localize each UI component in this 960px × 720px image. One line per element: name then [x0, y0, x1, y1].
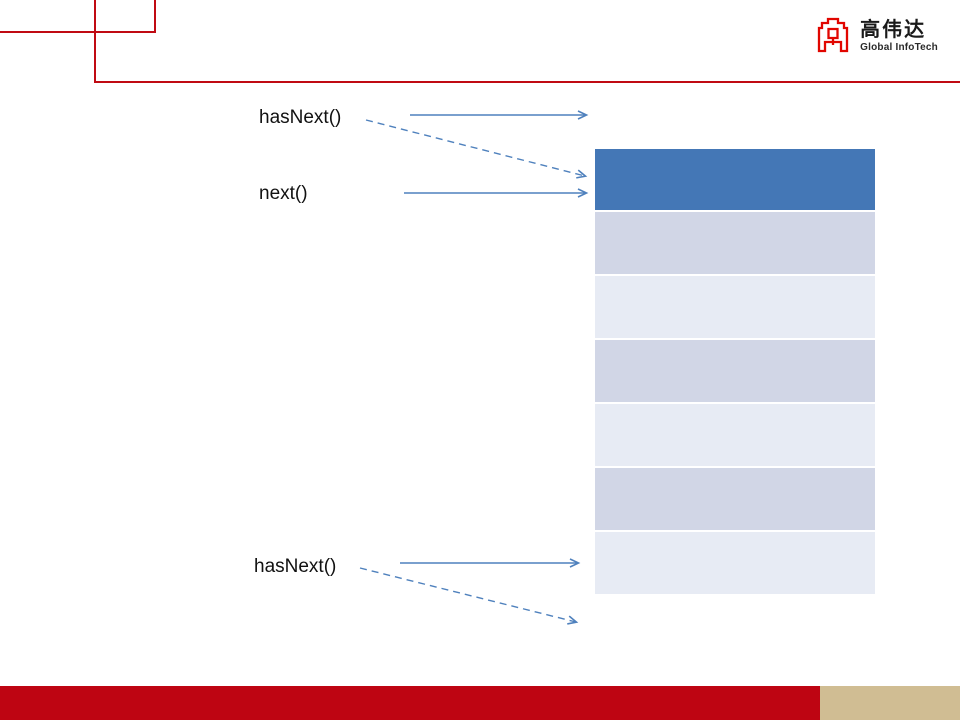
- row-divider: [595, 210, 875, 212]
- list-row: [595, 468, 875, 530]
- list-row: [595, 340, 875, 402]
- gwd-shrine-mark-icon: [818, 17, 849, 53]
- list-row: [595, 276, 875, 338]
- header-rule-tall-vertical: [94, 0, 96, 83]
- label-next: next(): [259, 183, 308, 204]
- list-row-current: [595, 149, 875, 210]
- brand-logo-text: 高伟达 Global InfoTech: [860, 19, 938, 53]
- header-rule-long-horizontal: [94, 81, 960, 83]
- header-rule-short-horizontal: [0, 31, 156, 33]
- row-divider: [595, 530, 875, 532]
- collection-rows: [595, 149, 875, 594]
- label-hasnext-bottom: hasNext(): [254, 556, 337, 577]
- brand-name-cn: 高伟达: [860, 17, 927, 41]
- row-divider: [595, 338, 875, 340]
- footer-bar: [0, 686, 960, 720]
- list-row: [595, 212, 875, 274]
- dashed-arrow-hasnext-bottom-past-end: [359, 567, 579, 625]
- footer-bar-tan: [820, 686, 960, 720]
- label-hasnext-top: hasNext(): [259, 107, 342, 128]
- brand-logo: 高伟达 Global InfoTech: [815, 16, 938, 56]
- brand-name-en: Global InfoTech: [860, 42, 938, 53]
- footer-bar-red: [0, 686, 820, 720]
- row-divider: [595, 274, 875, 276]
- list-row: [595, 404, 875, 466]
- row-divider: [595, 466, 875, 468]
- row-divider: [595, 402, 875, 404]
- dashed-arrow-hasnext-top-to-first-row: [365, 119, 588, 179]
- header-rule-short-vertical: [154, 0, 156, 33]
- list-row: [595, 532, 875, 594]
